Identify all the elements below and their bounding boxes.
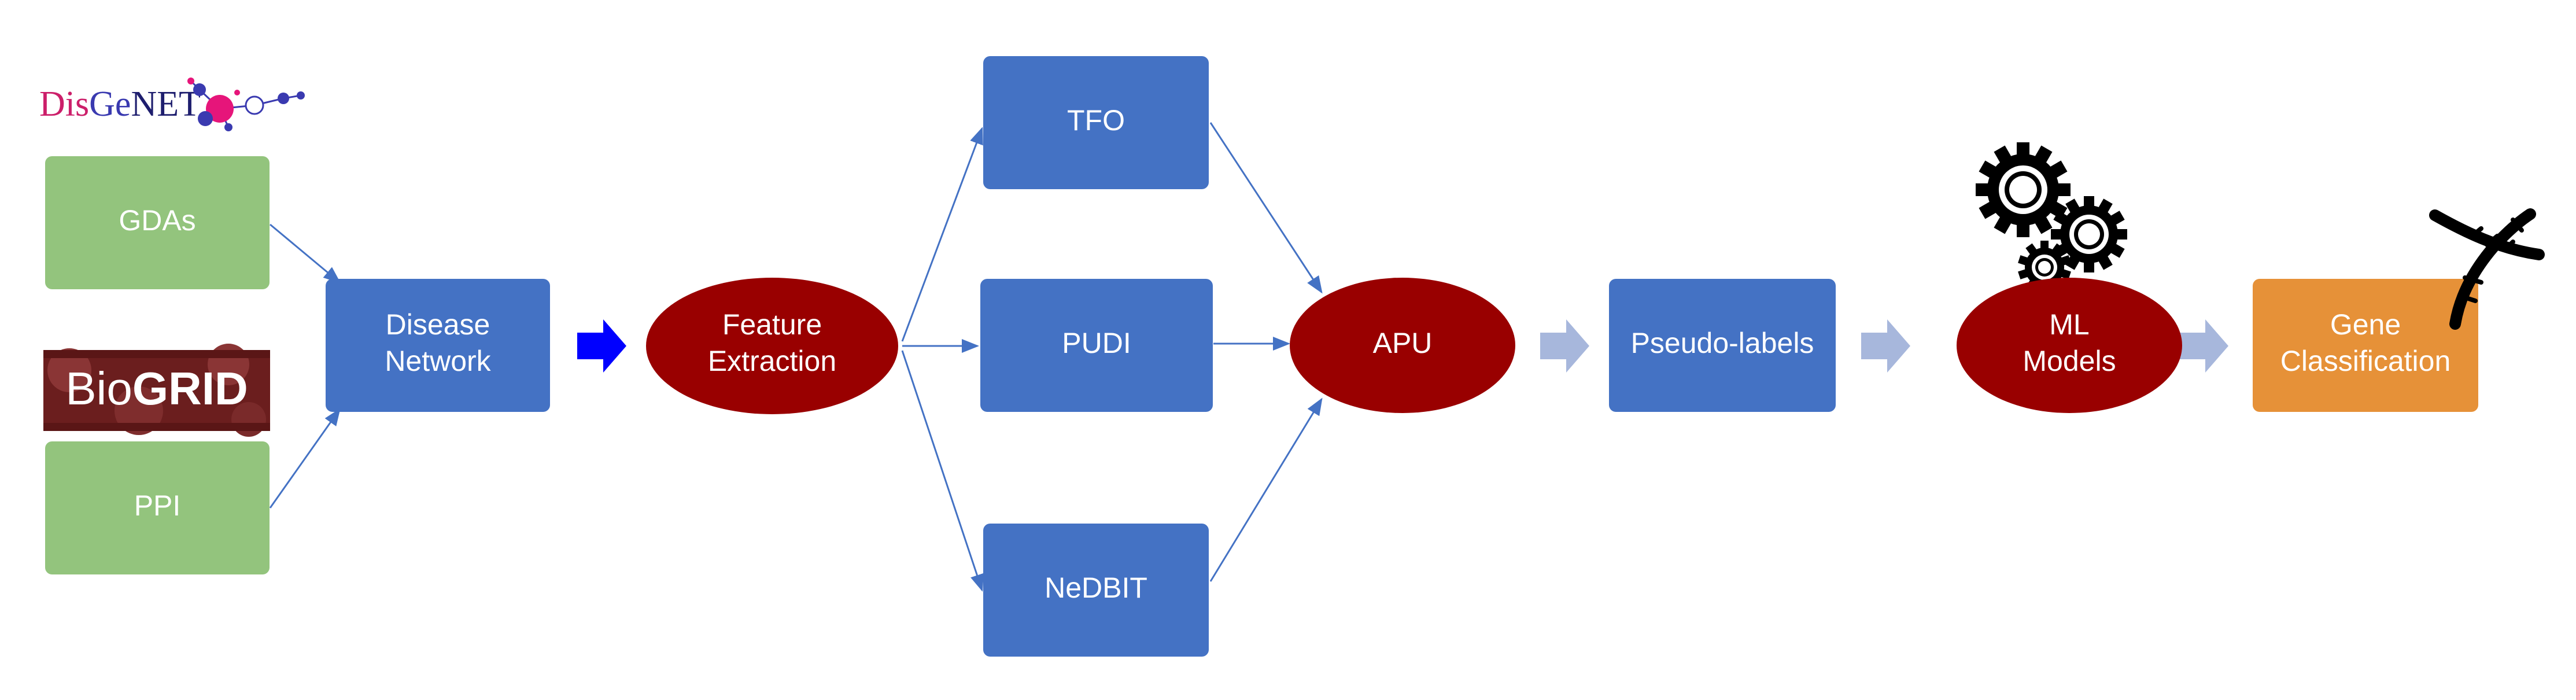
feature-extraction-label-line1: Feature: [722, 308, 822, 341]
ppi-node: PPI: [45, 441, 270, 574]
disease-network-label-line2: Network: [385, 345, 491, 377]
edges: [269, 122, 1323, 592]
feature-extraction-node: Feature Extraction: [646, 278, 898, 414]
edge-tfo-to-apu: [1209, 122, 1323, 294]
light-arrow-ml-gene: [2179, 319, 2228, 373]
disease-network-node: Disease Network: [326, 279, 550, 412]
light-arrow-apu-pseudo: [1540, 319, 1589, 373]
tfo-label: TFO: [1067, 104, 1125, 137]
bold-arrow: [577, 319, 626, 373]
nedbit-node: NeDBIT: [983, 524, 1209, 657]
apu-label: APU: [1373, 327, 1433, 359]
edge-gdas-to-network: [270, 223, 341, 283]
biogrid-logo: BioGRID: [43, 344, 270, 437]
gene-classification-label-line1: Gene: [2330, 308, 2401, 341]
gdas-label: GDAs: [119, 204, 195, 237]
gears-icon: [1976, 142, 2127, 294]
pseudo-labels-node: Pseudo-labels: [1609, 279, 1836, 412]
apu-node: APU: [1290, 278, 1515, 413]
light-arrow-pseudo-ml: [1861, 319, 1910, 373]
tfo-node: TFO: [983, 56, 1209, 189]
pudi-label: PUDI: [1062, 327, 1131, 359]
gene-classification-node: Gene Classification: [2253, 279, 2478, 412]
edge-feature-to-tfo: [901, 127, 983, 342]
ml-models-label-line1: ML: [2049, 308, 2089, 341]
ml-models-label-line2: Models: [2023, 345, 2116, 377]
disease-network-label-line1: Disease: [386, 308, 490, 341]
ppi-label: PPI: [134, 489, 181, 522]
nedbit-label: NeDBIT: [1045, 572, 1147, 604]
feature-extraction-label-line2: Extraction: [708, 345, 836, 377]
disgenet-logo: DisGeNET: [39, 78, 305, 131]
edge-ppi-to-network: [269, 408, 341, 509]
svg-text:DisGeNET: DisGeNET: [39, 84, 201, 124]
pudi-node: PUDI: [980, 279, 1213, 412]
svg-text:BioGRID: BioGRID: [65, 363, 248, 414]
dna-helix-icon: [2429, 208, 2545, 330]
ml-models-node: ML Models: [1957, 278, 2182, 413]
pseudo-labels-label: Pseudo-labels: [1631, 327, 1814, 359]
gdas-node: GDAs: [45, 156, 270, 289]
edge-nedbit-to-apu: [1209, 397, 1323, 582]
edge-feature-to-nedbit: [901, 350, 984, 592]
gene-classification-label-line2: Classification: [2280, 345, 2451, 377]
